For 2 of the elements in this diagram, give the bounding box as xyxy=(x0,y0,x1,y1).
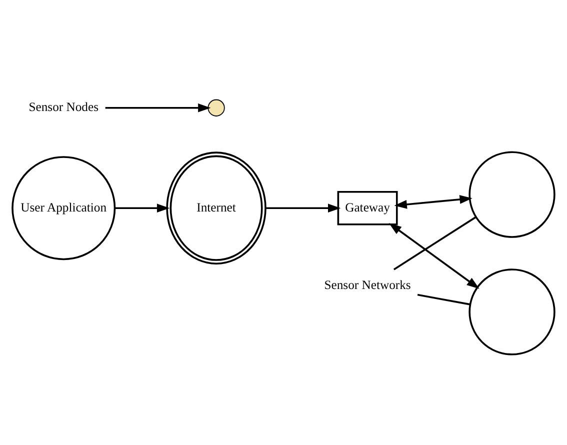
node-text: Sensor Networks xyxy=(324,278,411,292)
node-text: Sensor Nodes xyxy=(28,100,99,114)
